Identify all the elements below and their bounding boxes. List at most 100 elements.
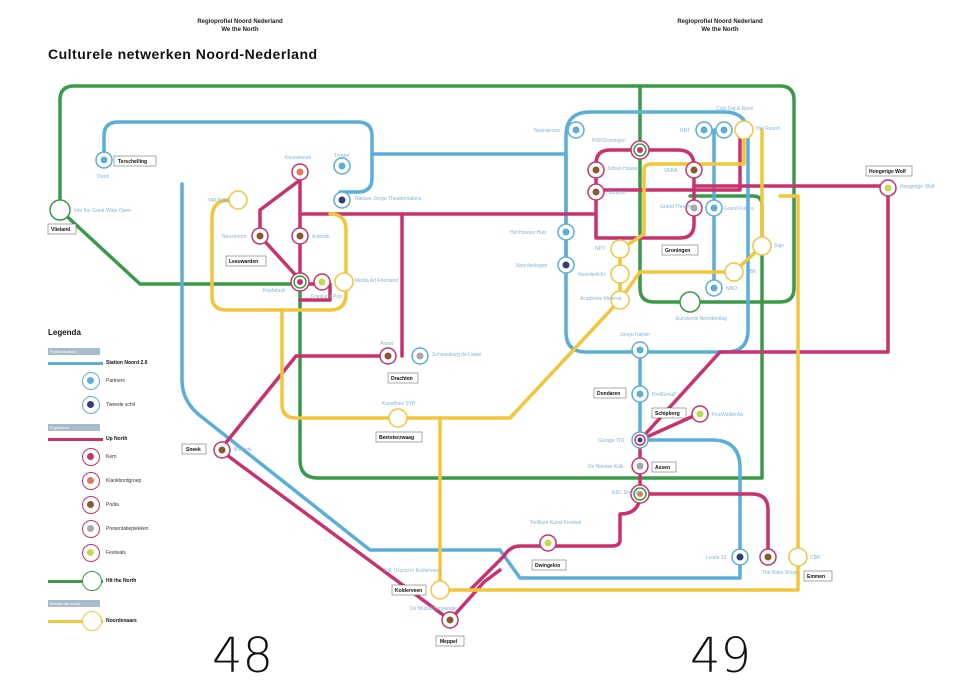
label-neushoorn: Neushoorn: [222, 234, 247, 240]
legend-line-green: [48, 580, 103, 583]
label-garage-tdi: Garage TDI: [598, 438, 624, 444]
legend-klankbord-label: Klankbordgroep: [106, 478, 142, 484]
page-title: Culturele netwerken Noord-Nederland: [48, 46, 318, 62]
station-kc-drenthe: [630, 484, 650, 504]
label-noorderlicht: Noorderlicht: [578, 272, 606, 278]
city-meppel: Meppel: [435, 635, 465, 647]
station-simplon: [587, 183, 605, 201]
label-np3: NP3: [595, 246, 605, 252]
label-kik: KIK | Kunst in Kolderveen: [384, 568, 441, 574]
svg-text:Drachten: Drachten: [391, 376, 413, 382]
city-hongerige-wolf: Hongerige Wolf: [865, 165, 913, 177]
station-grand-futura: [705, 199, 723, 217]
legend-festivals-label: Festivals: [106, 550, 126, 556]
city-drachten: Drachten: [387, 372, 419, 384]
label-noorderzon: Noorderzon: [534, 128, 560, 134]
station-garage-tdi: [631, 431, 649, 449]
station-labels: Oerol Into the Great Wide Open VRIJDAG K…: [74, 106, 935, 612]
station-hongerige-wolf: [879, 179, 897, 197]
legend-tweede-icon: [82, 396, 100, 414]
label-nno: NNO: [726, 286, 737, 292]
legend-line-yellow-name: Noordenaars: [106, 618, 137, 624]
label-kc-drenthe: K&C Drenthe: [612, 490, 642, 496]
line-magenta: [218, 354, 502, 622]
legend-podia-label: Podia: [106, 502, 119, 508]
legend-line-blue: [48, 362, 103, 365]
station-np3: [610, 239, 630, 259]
svg-text:Kolderveen: Kolderveen: [395, 588, 422, 594]
label-bakeshop: The Bake Shop: [762, 570, 797, 576]
label-grand-futura: Grand Futura: [724, 206, 754, 212]
line-blue: [102, 120, 374, 208]
label-jonge-harten: Jonge Harten: [620, 332, 650, 338]
station-bakeshop: [759, 548, 777, 566]
label-simplon: Simplon: [608, 190, 626, 196]
line-yellow: [210, 198, 348, 312]
label-oerol: Oerol: [97, 174, 109, 180]
svg-text:Vlieland: Vlieland: [51, 227, 70, 233]
legend-line-yellow: [48, 620, 103, 623]
label-nnt: NNT: [680, 128, 690, 134]
station-cbk-groningen: [724, 262, 744, 282]
legend-category-popcultuur: Popcultuur: [48, 424, 100, 431]
label-sign: Sign: [774, 243, 784, 249]
header-title: Regioprofiel Noord Nederland: [197, 19, 283, 25]
legend-line-blue-name: Station Noord 2.0: [106, 360, 148, 366]
station-noorderlicht: [610, 264, 630, 284]
legend-presentatie-label: Presentatieplekken: [106, 526, 149, 532]
city-schipborg: Schipborg: [651, 407, 687, 419]
line-magenta: [258, 178, 302, 282]
line-magenta: [298, 148, 696, 240]
station-nieuwe-kolk: [631, 457, 649, 475]
svg-text:Beetsterzwaag: Beetsterzwaag: [379, 435, 414, 441]
legend-partners-icon: [82, 372, 100, 390]
label-houten-huis: Het Houten Huis: [510, 230, 547, 236]
svg-text:Meppel: Meppel: [440, 639, 458, 645]
city-leeuwarden: Leeuwarden: [225, 255, 267, 267]
station-kik: [430, 580, 450, 600]
legend-podia-icon: [82, 496, 100, 514]
station-asterisk: [291, 227, 309, 245]
station-popfabryk: [290, 272, 310, 292]
label-terillium: Terillium Kunst Festival: [530, 520, 581, 526]
station-muziekcoop: [441, 611, 459, 629]
station-atana: [379, 347, 397, 365]
label-cbk-emmen: CBK: [810, 555, 821, 561]
label-friesland-pop: Friesland Pop: [311, 294, 342, 300]
station-nieuwe-jonge: [333, 191, 351, 209]
page-number-left: 48: [212, 628, 274, 684]
city-dwingeloo: Dwingeloo: [531, 559, 567, 571]
label-atana: Atana: [380, 341, 393, 347]
legend-klankbord-icon: [82, 472, 100, 490]
legend-tweede-label: Tweede schil: [106, 402, 135, 408]
station-grand-theatre: [685, 199, 703, 217]
label-schouwburg: Schouwburg de Lawei: [432, 352, 481, 358]
city-assen: Assen: [651, 461, 677, 473]
station-popgroningen: [630, 140, 650, 160]
svg-text:Sneek: Sneek: [186, 447, 201, 453]
svg-text:Groningen: Groningen: [665, 248, 690, 254]
legend-category-beeldende-kunst: Beeldende kunst: [48, 600, 100, 607]
header-subtitle: We the North: [701, 27, 739, 33]
line-green: [58, 84, 796, 304]
station-vrijdag: [228, 190, 248, 210]
station-academie: [610, 290, 630, 310]
label-keunstwurk: Keunstwurk: [285, 155, 312, 161]
label-popfabryk: Popfabryk: [263, 288, 286, 294]
svg-text:Emmen: Emmen: [807, 574, 825, 580]
station-oerol: [95, 151, 113, 169]
label-eurosonic: Eurosonic Noorderslag: [676, 316, 727, 322]
svg-text:Leeuwarden: Leeuwarden: [229, 259, 258, 265]
label-club-gig: Club Gig & Rave: [716, 106, 753, 112]
svg-text:Hongerige Wolf: Hongerige Wolf: [869, 169, 906, 175]
station-club-gig: [715, 121, 733, 139]
station-prolgroup: [631, 385, 649, 403]
station-tryater: [333, 157, 351, 175]
line-green: [58, 194, 764, 480]
svg-text:Schipborg: Schipborg: [655, 411, 680, 417]
label-prolgroup: PrellGrouP: [652, 392, 677, 398]
line-magenta: [638, 412, 700, 442]
label-festivalderaa: FestiValderAa: [712, 412, 743, 418]
city-labels: Terschelling Vlieland Leeuwarden Drachte…: [47, 155, 913, 647]
station-festivalderaa: [691, 405, 709, 423]
